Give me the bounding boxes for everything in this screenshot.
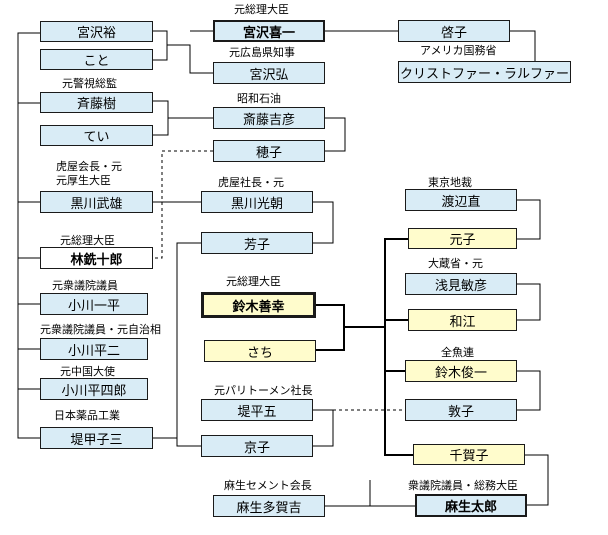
connector-suzuki-atsuko: [517, 370, 541, 411]
connector-heigo-kyoko: [313, 409, 334, 447]
person-miyazawa-yutaka: 宮沢裕: [40, 21, 153, 42]
person-keiko: 啓子: [398, 20, 510, 42]
person-motoko: 元子: [408, 228, 517, 249]
connector-mitsutomo-yoshiko: [313, 201, 334, 244]
person-christopher: クリストファー・ラルファー: [398, 61, 571, 83]
person-tsutsumi-kozo: 堤甲子三: [40, 427, 153, 449]
person-miyazawa-hiroshi: 宮沢弘: [213, 62, 325, 84]
connector-asami-wae: [517, 283, 541, 321]
connector-yoshihiko-hoko: [325, 117, 346, 152]
person-tsutsumi-heigo: 堤平五: [201, 399, 313, 421]
label-tokyo-district: 東京地裁: [428, 176, 472, 189]
label-toraya-chair-1: 虎屋会長・元: [56, 160, 122, 173]
connector-yoshiko-kyoko: [176, 242, 201, 447]
person-saito-itsuki: 斉藤樹: [40, 92, 153, 113]
connector-suzuki-marriage: [316, 304, 345, 351]
label-nihon-yakuhin: 日本薬品工業: [54, 409, 120, 422]
label-former-rep-home: 元衆議院議員・元自治相: [40, 323, 161, 336]
label-mof: 大蔵省・元: [428, 257, 483, 270]
person-saito-yoshihiko: 斎藤吉彦: [213, 107, 325, 129]
person-ogawa-heishiro: 小川平四郎: [40, 378, 148, 400]
person-kyoko: 京子: [201, 435, 313, 457]
person-miyazawa-kiichi: 宮沢喜一: [213, 20, 325, 42]
label-us-state-dept: アメリカ国務省: [420, 44, 497, 57]
person-aso-takakichi: 麻生多賀吉: [213, 495, 325, 517]
connector-miyazawa-marriage: [153, 30, 168, 61]
label-former-pm-miyazawa: 元総理大臣: [234, 3, 289, 16]
label-former-rep: 元衆議院議員: [52, 279, 118, 292]
label-former-pm-hayashi: 元総理大臣: [60, 234, 115, 247]
label-toraya-president: 虎屋社長・元: [218, 176, 284, 189]
connector-chikako-taro: [525, 454, 549, 506]
person-watanabe-nao: 渡辺直: [405, 189, 517, 211]
person-hayashi-senjuro: 林銑十郎: [40, 247, 153, 269]
label-former-hiroshima-gov: 元広島県知事: [229, 46, 295, 59]
connector-watanabe-motoko: [517, 199, 541, 240]
person-sachi: さち: [204, 340, 316, 362]
connector-miyazawa-children: [167, 44, 213, 74]
person-ogawa-heiji: 小川平二: [40, 338, 148, 360]
label-showa-oil: 昭和石油: [237, 92, 281, 105]
person-atsuko: 敦子: [405, 399, 517, 421]
connector-dashed-hayashi-hoko: [153, 150, 213, 259]
label-aso-cement: 麻生セメント会長: [224, 479, 312, 492]
label-toraya-chair-2: 元厚生大臣: [56, 174, 111, 187]
person-tei: てい: [40, 125, 153, 146]
person-kurokawa-takeo: 黒川武雄: [40, 191, 153, 213]
label-former-amb-china: 元中国大使: [60, 365, 115, 378]
person-yoshiko: 芳子: [201, 232, 313, 254]
connector-suzuki-trunk: [384, 238, 413, 456]
connector-saito-tei: [153, 100, 169, 136]
person-suzuki-zenko: 鈴木善幸: [201, 292, 316, 318]
label-zengyoren: 全魚連: [441, 346, 474, 359]
person-ogawa-ippei: 小川一平: [40, 293, 148, 315]
person-aso-taro: 麻生太郎: [415, 494, 527, 517]
person-koto: こと: [40, 49, 153, 70]
label-aso-taro-title: 衆議院議員・総務大臣: [408, 479, 518, 492]
connector-left-trunk: [17, 32, 40, 439]
person-kurokawa-mitsutomo: 黒川光朝: [201, 191, 313, 213]
label-former-pm-suzuki: 元総理大臣: [226, 275, 281, 288]
person-hoko: 穂子: [213, 140, 325, 162]
label-former-police-chief: 元警視総監: [62, 77, 117, 90]
label-former-paris-pres: 元パリトーメン社長: [214, 384, 313, 397]
person-suzuki-shunichi: 鈴木俊一: [405, 360, 517, 382]
person-wae: 和江: [408, 309, 517, 331]
person-asami-toshihiko: 浅見敏彦: [405, 273, 517, 295]
person-chikako: 千賀子: [413, 444, 525, 465]
